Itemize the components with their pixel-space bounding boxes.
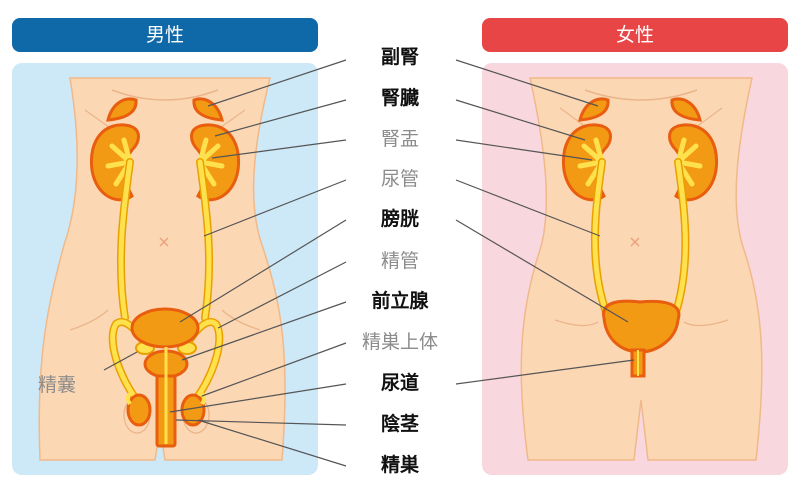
- organ-label: 腎盂: [380, 128, 419, 150]
- male-adrenal-right: [192, 97, 224, 122]
- testis-left: [126, 393, 152, 427]
- female-ureter-right: [673, 159, 688, 315]
- leader-lines: [103, 59, 635, 467]
- organ-label: 尿道: [380, 372, 419, 394]
- organ-label: 陰茎: [380, 413, 419, 435]
- male-header: 男性: [12, 18, 318, 52]
- male-renal-pelvis-right: [197, 137, 225, 187]
- organ-label: 精管: [380, 250, 419, 272]
- organ-label: 膀胱: [380, 208, 419, 230]
- epididymis-left: [125, 391, 135, 406]
- female-renal-pelvis-right: [675, 137, 703, 187]
- organ-labels: 副腎腎臓腎盂尿管膀胱精管前立腺精巣上体尿道陰茎精巣: [318, 0, 482, 488]
- male-renal-pelvis-left: [105, 137, 133, 187]
- organ-label: 精巣上体: [361, 331, 438, 353]
- female-bladder: [602, 299, 681, 354]
- seminal-vesicle-label: 精嚢: [38, 374, 77, 396]
- female-header: 女性: [482, 18, 788, 52]
- epididymis-right: [197, 391, 207, 406]
- organ-label: 精巣: [380, 454, 419, 476]
- male-adrenal-left: [106, 97, 138, 122]
- male-ureter-left: [118, 159, 133, 321]
- male-bladder: [130, 307, 200, 349]
- organ-label: 前立腺: [371, 290, 429, 312]
- female-renal-pelvis-left: [577, 137, 605, 187]
- organ-label: 腎臓: [380, 87, 419, 109]
- female-adrenal-left: [578, 97, 610, 122]
- female-body: [520, 77, 763, 461]
- organ-label: 尿管: [380, 168, 419, 190]
- female-adrenal-right: [670, 97, 702, 122]
- organ-label: 副腎: [380, 46, 419, 68]
